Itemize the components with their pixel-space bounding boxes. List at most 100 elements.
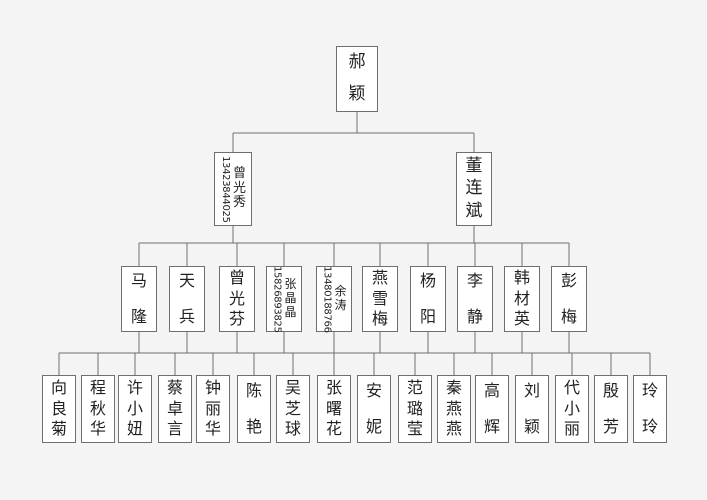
name-char: 花 [325,419,342,439]
name-char: 丽 [204,398,221,418]
person-box-gen2: 董连斌 [456,152,492,226]
person-box-gen4: 张曙花 [317,375,351,443]
person-name: 张晶晶 [284,277,297,319]
person-name: 代小丽 [563,378,580,439]
name-char: 兵 [178,307,195,326]
person-box-gen4: 向良菊 [42,375,76,443]
person-box-gen3: 燕雪梅 [362,266,398,332]
person-box-gen3: 彭梅 [551,266,587,332]
person-box-root: 郝颖 [336,46,378,112]
person-box-gen4: 吴芝球 [276,375,310,443]
person-box-gen3: 韩材英 [504,266,540,332]
person-name: 曾光秀 [232,165,246,212]
phone-number: 13423844025 [219,155,231,223]
person-box-gen4: 殷芳 [594,375,628,443]
phone-number: 15826893825 [271,265,283,333]
name-char: 天 [178,270,195,290]
name-char: 李 [466,270,483,290]
name-char: 曾 [232,165,246,181]
name-char: 丽 [563,419,580,439]
name-char: 妮 [365,417,382,436]
person-box-gen4: 钟丽华 [196,375,230,443]
name-char: 秀 [232,195,246,211]
name-char: 颖 [348,84,366,104]
name-char: 英 [513,309,530,329]
name-char: 陈 [245,380,262,400]
name-char: 代 [563,378,580,398]
person-name: 天兵 [178,270,195,327]
person-box-gen4: 许小妞 [118,375,152,443]
person-name: 陈艳 [245,380,262,437]
phone-number: 13480188766 [321,265,333,333]
name-char: 梅 [371,309,388,329]
name-char: 吴 [284,378,301,398]
name-char: 华 [89,419,106,439]
person-name: 刘颖 [523,381,540,437]
person-box-gen4: 玲玲 [633,375,667,443]
name-char: 璐 [406,398,423,418]
name-char: 许 [126,378,143,398]
name-char: 范 [406,378,423,398]
name-char: 隆 [130,307,147,326]
name-char: 莹 [406,419,423,439]
person-box-gen4: 陈艳 [237,375,271,443]
person-name: 曾光芬 [228,268,245,329]
name-char: 燕 [371,268,388,288]
name-char: 董 [465,155,483,176]
name-char: 玲 [641,380,658,400]
name-char: 秦 [445,378,462,398]
person-name: 彭梅 [560,271,577,327]
name-char: 小 [563,398,580,418]
name-char: 颖 [523,417,540,436]
person-name: 董连斌 [465,155,483,222]
person-name: 高辉 [483,381,500,437]
person-box-gen4: 高辉 [475,375,509,443]
name-char: 余 [334,284,347,299]
person-box-gen4: 代小丽 [555,375,589,443]
name-char: 韩 [513,268,530,288]
name-char: 向 [50,378,67,398]
person-name: 秦燕燕 [445,378,462,439]
name-char: 涛 [334,298,347,312]
name-char: 晶 [284,291,297,306]
name-char: 程 [89,378,106,398]
name-char: 马 [130,270,147,290]
person-name: 范璐莹 [406,378,423,439]
name-char: 燕 [445,398,462,418]
name-char: 钟 [204,378,221,398]
person-box-gen3: 曾光芬 [219,266,255,332]
person-name: 向良菊 [50,378,67,439]
name-char: 辉 [483,417,500,436]
person-name: 许小妞 [126,378,143,439]
person-box-gen4: 程秋华 [81,375,115,443]
name-char: 张 [325,378,342,398]
person-name: 玲玲 [641,380,658,437]
person-box-gen4: 范璐莹 [398,375,432,443]
person-name: 程秋华 [89,378,106,439]
name-char: 芳 [602,417,619,436]
name-char: 言 [166,419,183,439]
name-char: 梅 [560,307,577,326]
name-char: 曾 [228,268,245,288]
name-char: 燕 [445,419,462,439]
name-char: 艳 [245,417,262,436]
person-box-gen3: 马隆 [121,266,157,332]
name-char: 斌 [465,200,483,221]
person-name: 钟丽华 [204,378,221,439]
person-name: 马隆 [130,270,147,327]
person-name: 张曙花 [325,378,342,439]
name-char: 雪 [371,288,388,308]
name-char: 秋 [89,398,106,418]
name-char: 曙 [325,398,342,418]
person-box-gen3: 李静 [457,266,493,332]
name-char: 妞 [126,419,143,439]
person-box-gen3: 天兵 [169,266,205,332]
name-char: 连 [465,178,483,199]
name-char: 球 [284,419,301,439]
name-char: 芝 [284,398,301,418]
